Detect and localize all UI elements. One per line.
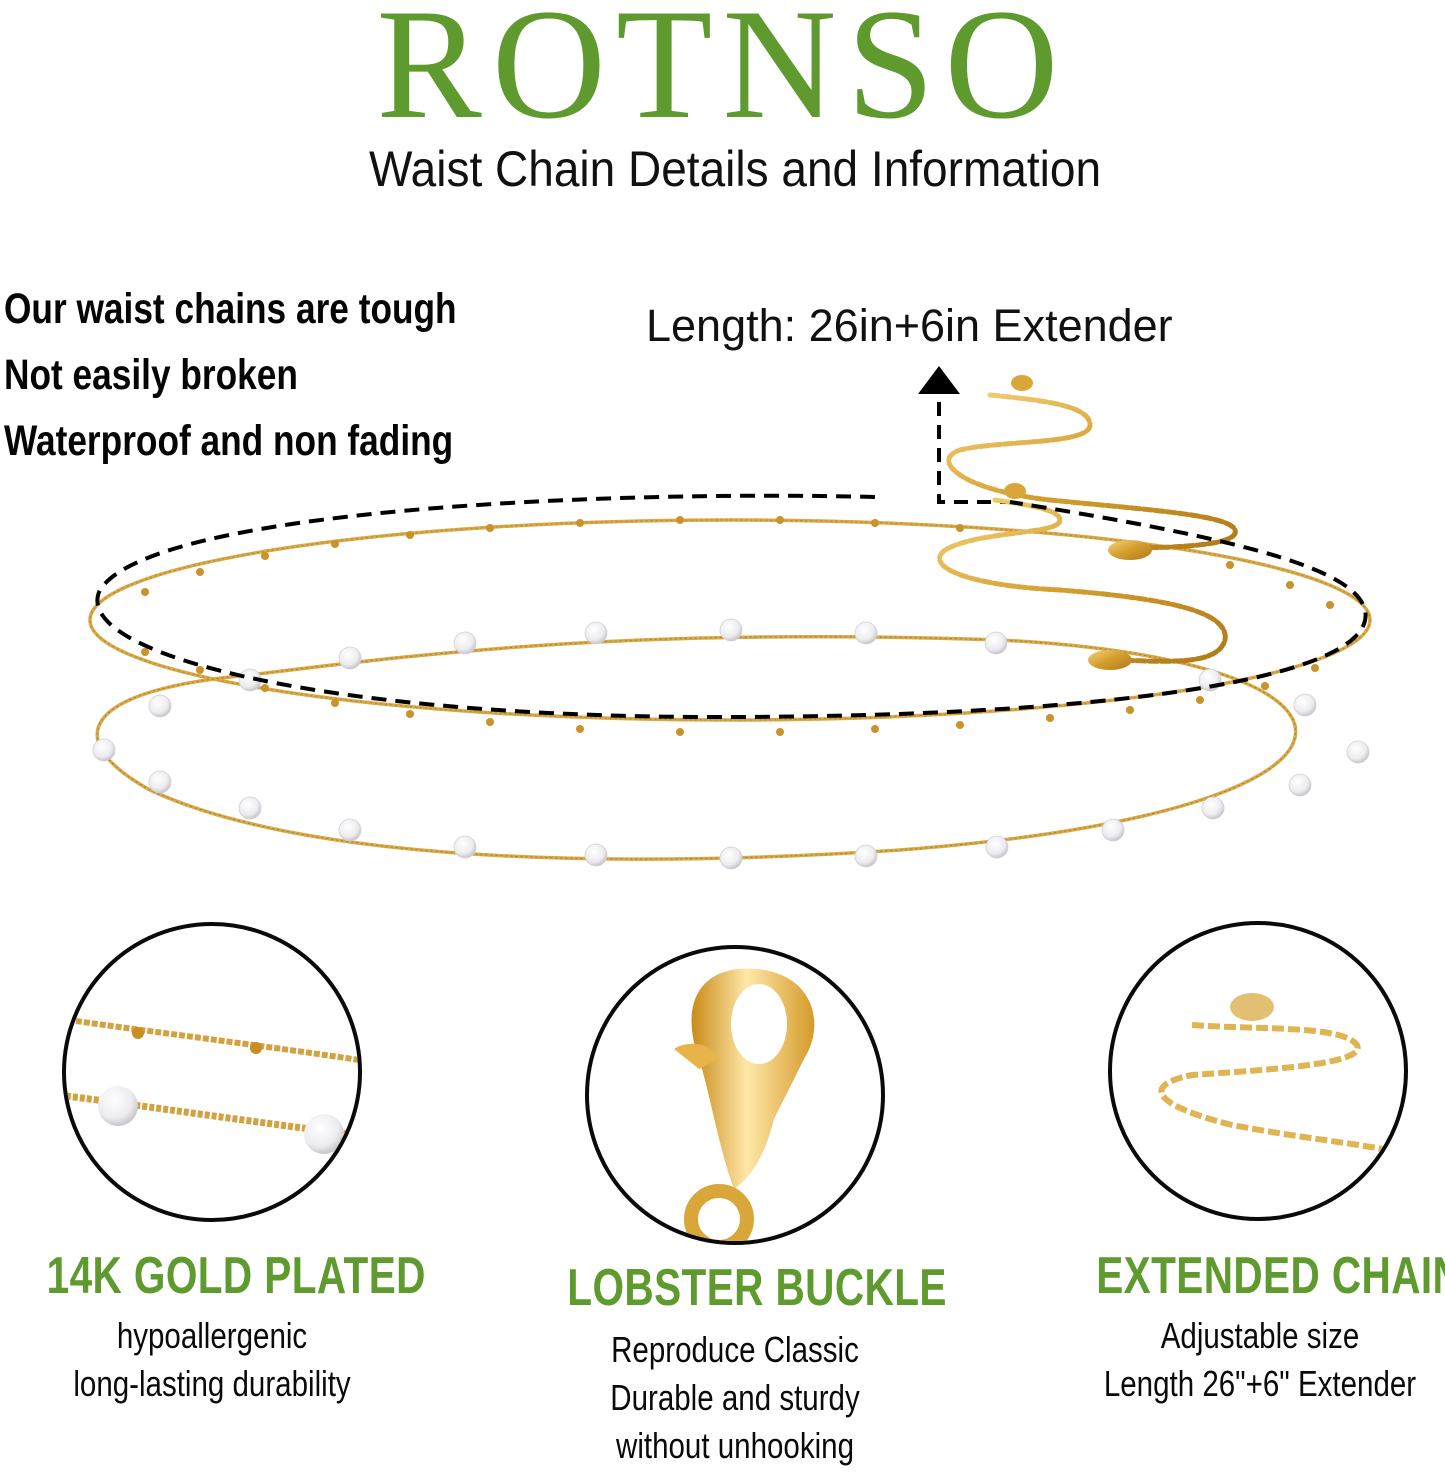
card-description-gold-plated: hypoallergenic long-lasting durability: [38, 1312, 386, 1408]
extender-tag: [1004, 375, 1033, 499]
length-label: Length: 26in+6in Extender: [646, 300, 1173, 351]
card-line: Length 26"+6" Extender: [1103, 1363, 1417, 1404]
extender-chain-closeup-image: [1108, 921, 1408, 1221]
feature-item: Our waist chains are tough: [4, 285, 457, 333]
card-title-lobster-buckle: LOBSTER BUCKLE: [567, 1259, 947, 1317]
card-line: Reproduce Classic: [611, 1329, 859, 1370]
card-title-extended-chain: EXTENDED CHAIN: [1096, 1247, 1445, 1305]
card-title-gold-plated: 14K GOLD PLATED: [46, 1247, 426, 1305]
card-description-extended-chain: Adjustable size Length 26"+6" Extender: [1088, 1312, 1432, 1408]
card-line: Adjustable size: [1160, 1315, 1360, 1356]
gold-chain-pearl-closeup-image: [62, 922, 362, 1222]
page-subtitle: Waist Chain Details and Information: [368, 141, 1102, 197]
feature-list: Our waist chains are tough Not easily br…: [4, 276, 556, 474]
waist-chain-product-image: [0, 360, 1445, 900]
card-line: without unhooking: [616, 1425, 854, 1466]
brand-title: ROTNSO: [376, 0, 1069, 152]
up-arrow-icon: [918, 366, 1010, 504]
feature-item: Not easily broken: [4, 351, 298, 399]
card-description-lobster-buckle: Reproduce Classic Durable and sturdy wit…: [559, 1326, 912, 1470]
card-line: long-lasting durability: [73, 1363, 351, 1404]
feature-item: Waterproof and non fading: [4, 417, 454, 465]
card-line: hypoallergenic: [116, 1315, 308, 1356]
card-line: Durable and sturdy: [610, 1377, 860, 1418]
lobster-clasp: [1088, 540, 1152, 670]
lobster-clasp-closeup-image: [585, 945, 885, 1245]
